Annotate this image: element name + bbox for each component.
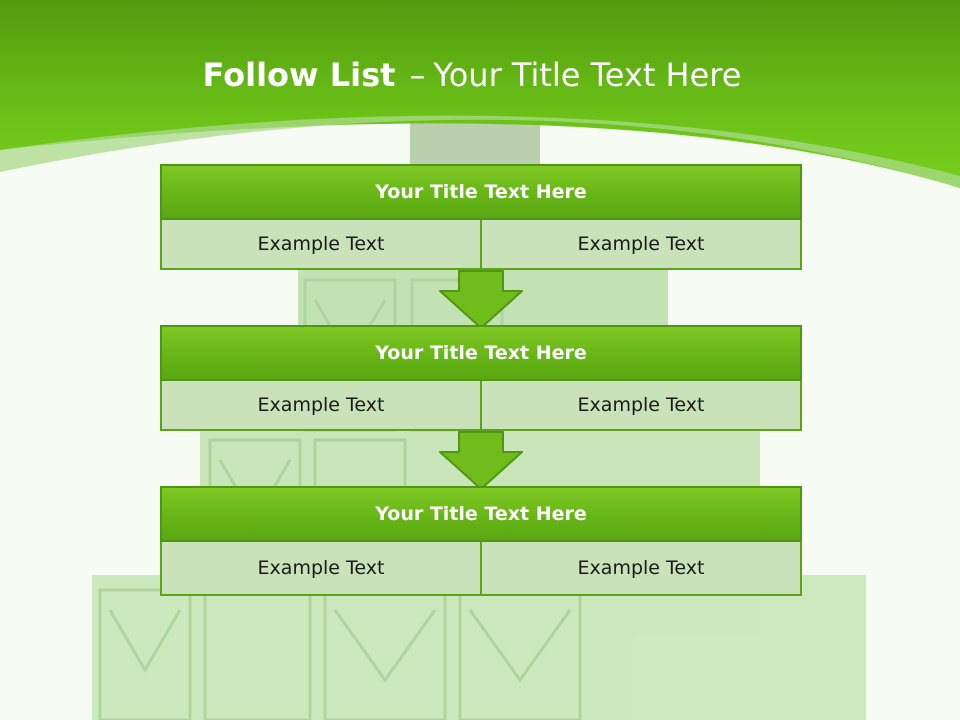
step-block: Your Title Text Here Example Text Exampl…: [160, 486, 802, 596]
header-banner: [0, 0, 960, 188]
step-cell-left: Example Text: [160, 220, 482, 270]
down-arrow-icon: [439, 270, 523, 329]
step-cell-left: Example Text: [160, 542, 482, 596]
step-row: Example Text Example Text: [160, 220, 802, 270]
step-cell-left: Example Text: [160, 381, 482, 431]
step-title: Your Title Text Here: [160, 325, 802, 381]
step-block: Your Title Text Here Example Text Exampl…: [160, 325, 802, 431]
step-cell-right: Example Text: [482, 220, 802, 270]
step-cell-right: Example Text: [482, 542, 802, 596]
step-title: Your Title Text Here: [160, 164, 802, 220]
title-rest: Your Title Text Here: [433, 56, 742, 94]
title-bold: Follow List: [202, 56, 396, 94]
step-row: Example Text Example Text: [160, 381, 802, 431]
header-swoosh: [0, 115, 960, 188]
step-row: Example Text Example Text: [160, 542, 802, 596]
step-cell-right: Example Text: [482, 381, 802, 431]
step-block: Your Title Text Here Example Text Exampl…: [160, 164, 802, 270]
step-title: Your Title Text Here: [160, 486, 802, 542]
slide-title: Follow List–Your Title Text Here: [0, 52, 944, 98]
title-dash: –: [409, 56, 426, 94]
down-arrow-icon: [439, 431, 523, 490]
